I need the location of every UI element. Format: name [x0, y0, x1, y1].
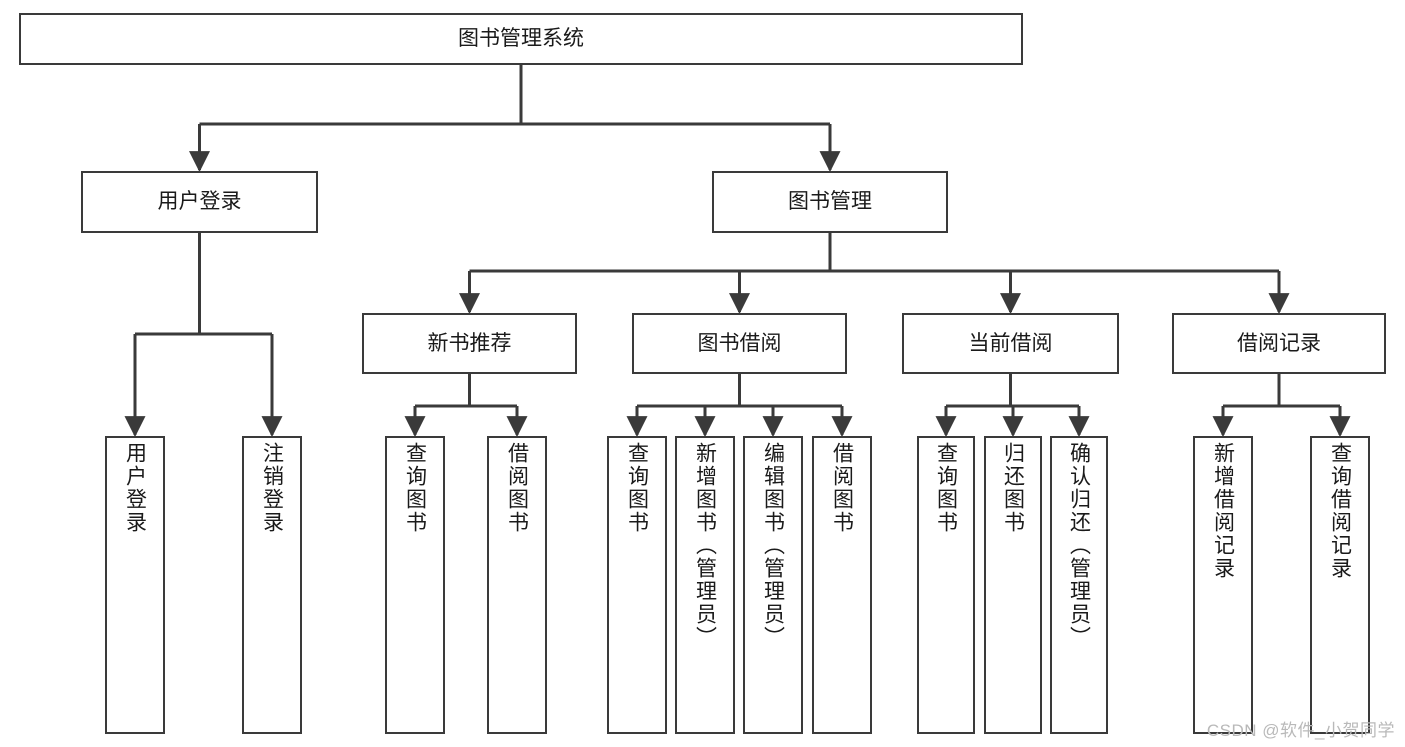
- node-leaf-user-login[interactable]: 用户登录: [105, 436, 165, 734]
- watermark-text: CSDN @软件_小贺同学: [1206, 721, 1395, 740]
- node-user-login-label: 用户登录: [157, 190, 242, 214]
- node-leaf-query-book-cur[interactable]: 查询图书: [917, 436, 975, 734]
- node-leaf-user-login-label: 用户登录: [123, 442, 147, 534]
- node-current-borrow-label: 当前借阅: [968, 331, 1053, 355]
- node-new-book-recommend-label: 新书推荐: [427, 331, 512, 355]
- node-borrow-record[interactable]: 借阅记录: [1172, 313, 1386, 374]
- node-leaf-query-book-rec-label: 查询图书: [403, 442, 427, 534]
- node-leaf-edit-book-label: 编辑图书（管理员）: [761, 442, 785, 649]
- node-leaf-add-book[interactable]: 新增图书（管理员）: [675, 436, 735, 734]
- node-user-login[interactable]: 用户登录: [81, 171, 318, 233]
- connector-trunk: [135, 65, 1340, 408]
- node-leaf-query-book-borrow[interactable]: 查询图书: [607, 436, 667, 734]
- node-leaf-return-book[interactable]: 归还图书: [984, 436, 1042, 734]
- node-leaf-borrow-book-rec[interactable]: 借阅图书: [487, 436, 547, 734]
- node-book-borrow-label: 图书借阅: [697, 331, 782, 355]
- node-leaf-borrow-book[interactable]: 借阅图书: [812, 436, 872, 734]
- node-leaf-borrow-book-label: 借阅图书: [830, 442, 854, 534]
- node-leaf-add-record-label: 新增借阅记录: [1211, 442, 1235, 580]
- node-leaf-borrow-book-rec-label: 借阅图书: [505, 442, 529, 534]
- node-leaf-query-record-label: 查询借阅记录: [1328, 442, 1352, 580]
- node-new-book-recommend[interactable]: 新书推荐: [362, 313, 577, 374]
- node-root[interactable]: 图书管理系统: [19, 13, 1023, 65]
- node-leaf-edit-book[interactable]: 编辑图书（管理员）: [743, 436, 803, 734]
- node-leaf-user-logout[interactable]: 注销登录: [242, 436, 302, 734]
- node-leaf-query-record[interactable]: 查询借阅记录: [1310, 436, 1370, 734]
- node-borrow-record-label: 借阅记录: [1237, 331, 1321, 355]
- node-leaf-confirm-return[interactable]: 确认归还（管理员）: [1050, 436, 1108, 734]
- node-leaf-user-logout-label: 注销登录: [260, 442, 284, 534]
- node-leaf-query-book-cur-label: 查询图书: [934, 442, 958, 534]
- node-book-manage[interactable]: 图书管理: [712, 171, 948, 233]
- node-current-borrow[interactable]: 当前借阅: [902, 313, 1119, 374]
- node-leaf-add-book-label: 新增图书（管理员）: [693, 442, 717, 649]
- node-root-label: 图书管理系统: [458, 27, 584, 51]
- node-leaf-confirm-return-label: 确认归还（管理员）: [1067, 442, 1091, 649]
- node-book-manage-label: 图书管理: [788, 190, 872, 214]
- node-leaf-query-book-rec[interactable]: 查询图书: [385, 436, 445, 734]
- node-leaf-add-record[interactable]: 新增借阅记录: [1193, 436, 1253, 734]
- node-leaf-return-book-label: 归还图书: [1001, 442, 1025, 534]
- node-leaf-query-book-borrow-label: 查询图书: [625, 442, 649, 534]
- node-book-borrow[interactable]: 图书借阅: [632, 313, 847, 374]
